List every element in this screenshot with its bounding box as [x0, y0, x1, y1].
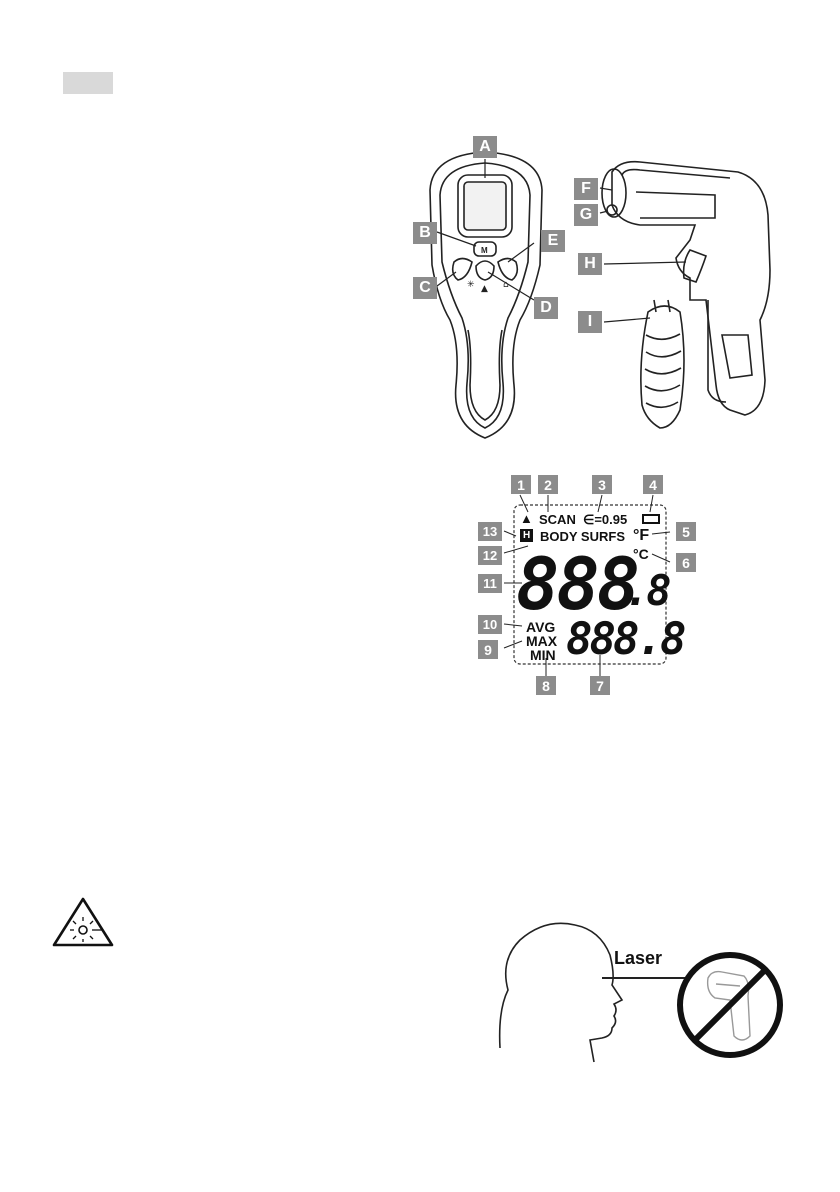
label-I: I — [578, 311, 602, 333]
lcd-label-13: 13 — [478, 522, 502, 541]
label-D: D — [534, 297, 558, 319]
lcd-label-4: 4 — [643, 475, 663, 494]
lcd-label-1: 1 — [511, 475, 531, 494]
label-E: E — [541, 230, 565, 252]
label-A: A — [473, 136, 497, 158]
lcd-main-digits: 888 — [516, 544, 637, 624]
label-F: F — [574, 178, 598, 200]
lcd-label-3: 3 — [592, 475, 612, 494]
section-tab — [63, 72, 113, 94]
lcd-label-5: 5 — [676, 522, 696, 541]
hold-icon: H — [520, 529, 533, 542]
lcd-label-10: 10 — [478, 615, 502, 634]
label-C: C — [413, 277, 437, 299]
lcd-main-decimal: .8 — [624, 566, 669, 616]
lcd-emissivity: ∈=0.95 — [583, 512, 627, 528]
lcd-label-11: 11 — [478, 574, 502, 593]
laser-label: Laser — [614, 948, 662, 969]
lcd-min: MIN — [530, 647, 556, 663]
laser-indicator-icon: ▲ — [520, 511, 533, 526]
label-B: B — [413, 222, 437, 244]
label-H: H — [578, 253, 602, 275]
laser-warning-icon — [52, 897, 114, 947]
battery-icon — [642, 514, 660, 524]
lcd-label-7: 7 — [590, 676, 610, 695]
svg-text:⌂: ⌂ — [503, 280, 509, 290]
label-G: G — [574, 204, 598, 226]
lcd-scan: SCAN — [539, 512, 576, 527]
lcd-label-12: 12 — [478, 546, 502, 565]
lcd-sub-digits: 888.8 — [566, 616, 683, 664]
lcd-label-2: 2 — [538, 475, 558, 494]
svg-text:M: M — [481, 246, 488, 255]
lcd-label-8: 8 — [536, 676, 556, 695]
lcd-label-6: 6 — [676, 553, 696, 572]
svg-text:✳: ✳ — [467, 280, 475, 290]
lcd-label-9: 9 — [478, 640, 498, 659]
svg-text:▲: ▲ — [481, 284, 488, 294]
